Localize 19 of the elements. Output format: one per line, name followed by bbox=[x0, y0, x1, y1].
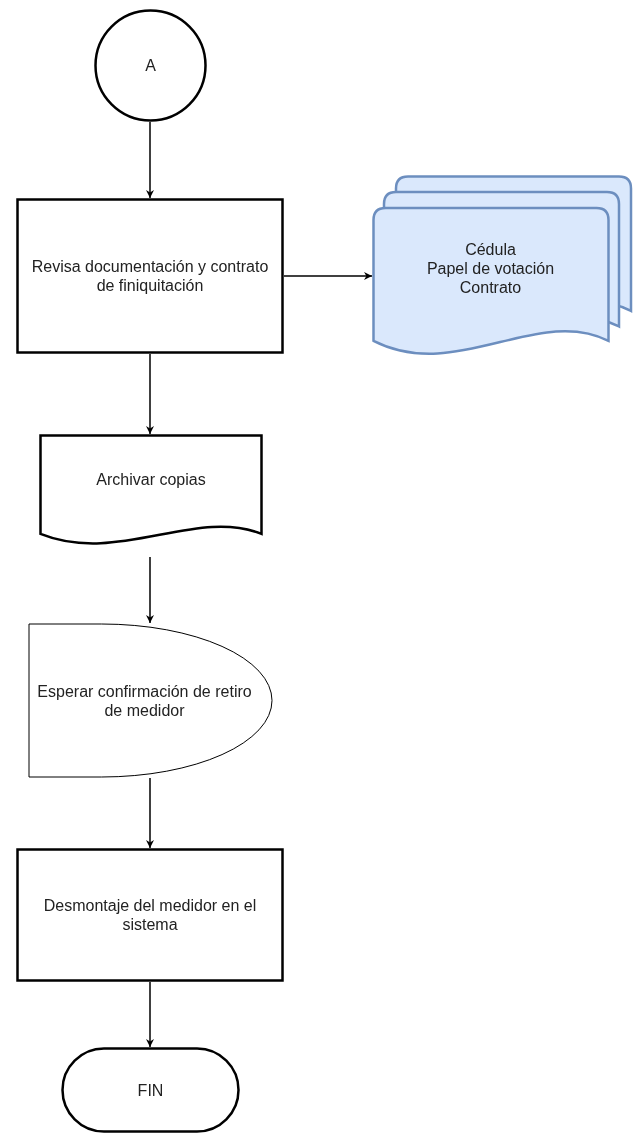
arrow bbox=[146, 121, 154, 199]
arrow bbox=[283, 272, 373, 280]
node-label: FIN bbox=[137, 1080, 164, 1100]
node-label: Archivar copias bbox=[96, 469, 206, 489]
delay-shape bbox=[28, 623, 273, 778]
connector-circle bbox=[94, 9, 207, 122]
arrow bbox=[146, 556, 154, 624]
node-label: Cédula bbox=[465, 239, 516, 259]
node-label: Contrato bbox=[459, 277, 522, 297]
arrow bbox=[146, 981, 154, 1048]
process-box bbox=[16, 198, 284, 354]
node-label: Revisa documentación y contrato de finiquitación bbox=[30, 257, 270, 295]
node-label: Desmontaje del medidor en el sistema bbox=[42, 896, 258, 934]
process-box bbox=[16, 848, 284, 982]
node-label: Esperar confirmación de retiro de medidor bbox=[36, 681, 253, 720]
node-label: A bbox=[145, 56, 156, 75]
arrow bbox=[146, 353, 154, 435]
node-label: Papel de votación bbox=[426, 258, 555, 278]
arrow bbox=[146, 777, 154, 849]
